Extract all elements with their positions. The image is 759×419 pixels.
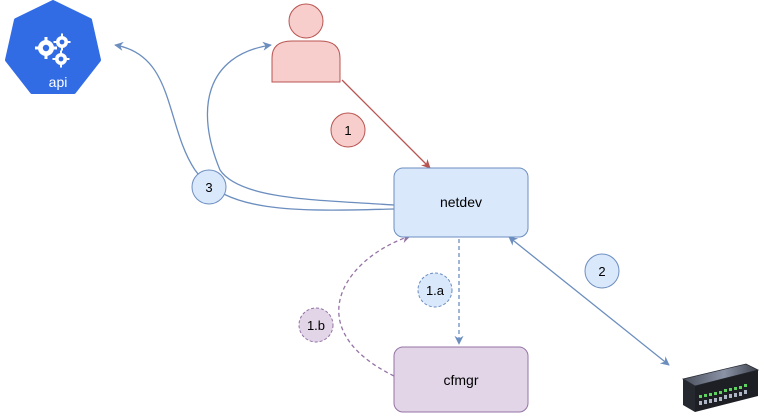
step-badge-1a: 1.a [417,272,453,308]
api-node: api [5,0,101,94]
user-node [271,3,341,83]
edge-user-to-netdev [341,79,431,169]
user-icon [271,3,341,83]
cfmgr-node[interactable]: cfmgr [393,346,529,413]
step-badge-2-label: 2 [598,264,605,279]
step-badge-3-label: 3 [205,180,212,195]
step-badge-1b-label: 1.b [307,318,325,333]
gears-icon [35,33,71,68]
step-badge-1-label: 1 [344,123,351,138]
step-badge-1b: 1.b [298,307,334,343]
step-badge-2: 2 [584,253,620,289]
network-switch-icon [681,363,759,412]
step-badge-1a-label: 1.a [426,283,445,298]
cfmgr-label: cfmgr [444,372,479,388]
edge-netdev-to-api [114,41,395,211]
netdev-label: netdev [440,194,482,210]
netdev-node[interactable]: netdev [393,167,529,238]
step-badge-1: 1 [330,112,366,148]
step-badge-3: 3 [191,169,227,205]
edge-netdev-switch [508,236,670,366]
api-label: api [49,74,68,90]
edge-netdev-to-user [206,41,395,206]
